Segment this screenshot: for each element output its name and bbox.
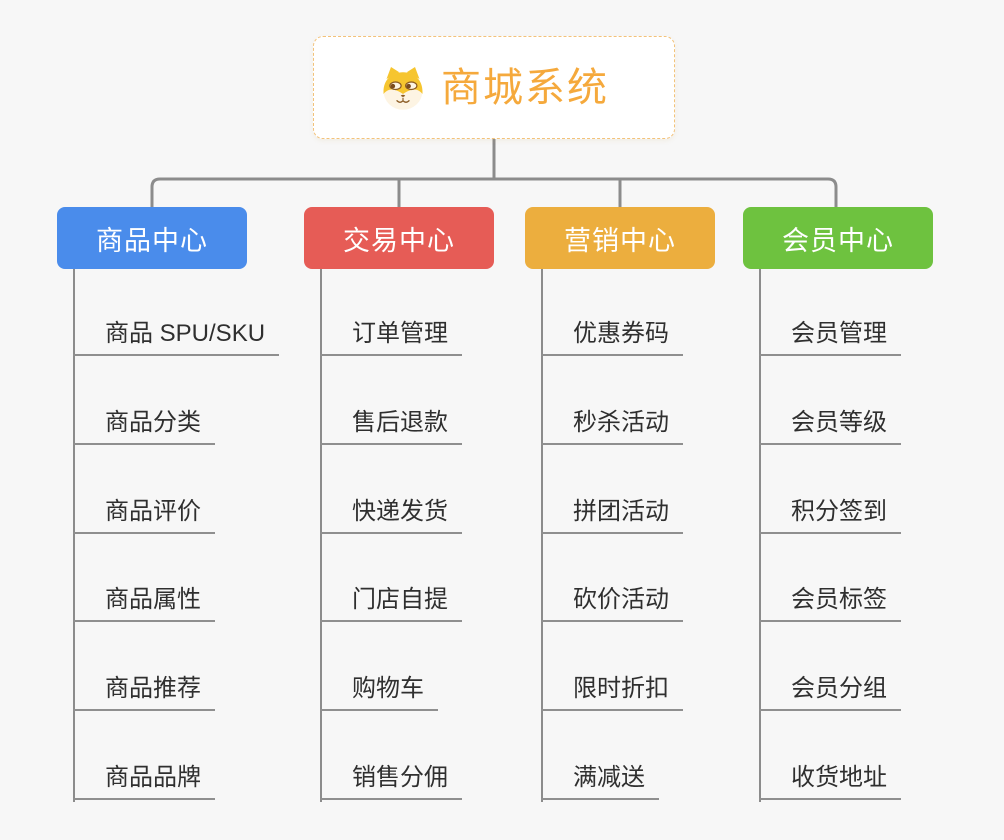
child-node[interactable]: 快递发货: [320, 486, 462, 534]
branch-node-trade-center[interactable]: 交易中心: [304, 207, 494, 269]
connector-group: [150, 139, 838, 207]
child-node[interactable]: 售后退款: [320, 397, 462, 445]
branch-node-marketing-center[interactable]: 营销中心: [525, 207, 715, 269]
branch-node-member-center[interactable]: 会员中心: [743, 207, 933, 269]
child-node[interactable]: 优惠券码: [541, 308, 683, 356]
child-node[interactable]: 销售分佣: [320, 752, 462, 800]
child-node[interactable]: 购物车: [320, 663, 438, 712]
bus-line: [150, 177, 838, 207]
child-node[interactable]: 积分签到: [759, 486, 901, 534]
child-node[interactable]: 门店自提: [320, 574, 462, 623]
child-node[interactable]: 满减送: [541, 752, 659, 800]
child-node[interactable]: 商品 SPU/SKU: [73, 308, 280, 356]
child-node[interactable]: 会员分组: [759, 663, 901, 712]
dog-face-icon: [383, 66, 423, 110]
child-node[interactable]: 限时折扣: [541, 663, 683, 712]
child-node[interactable]: 商品分类: [73, 397, 215, 445]
root-node[interactable]: 商城系统: [313, 36, 675, 139]
child-node[interactable]: 商品属性: [73, 574, 215, 623]
child-node[interactable]: 拼团活动: [541, 486, 683, 534]
child-node[interactable]: 砍价活动: [541, 574, 683, 623]
child-node[interactable]: 商品推荐: [73, 663, 215, 712]
child-node[interactable]: 会员管理: [759, 308, 901, 356]
child-node[interactable]: 商品评价: [73, 486, 215, 534]
child-node[interactable]: 会员等级: [759, 397, 901, 445]
child-node[interactable]: 会员标签: [759, 574, 901, 623]
child-node[interactable]: 商品品牌: [73, 752, 215, 800]
root-title: 商城系统: [441, 65, 609, 110]
branch-spine-line: [320, 269, 322, 802]
branch-node-product-center[interactable]: 商品中心: [57, 207, 247, 269]
child-node[interactable]: 收货地址: [759, 752, 901, 800]
branch-spine-line: [73, 269, 75, 802]
branch-spine-line: [541, 269, 543, 802]
branch-spine-line: [759, 269, 761, 802]
child-node[interactable]: 秒杀活动: [541, 397, 683, 445]
child-node[interactable]: 订单管理: [320, 308, 462, 356]
